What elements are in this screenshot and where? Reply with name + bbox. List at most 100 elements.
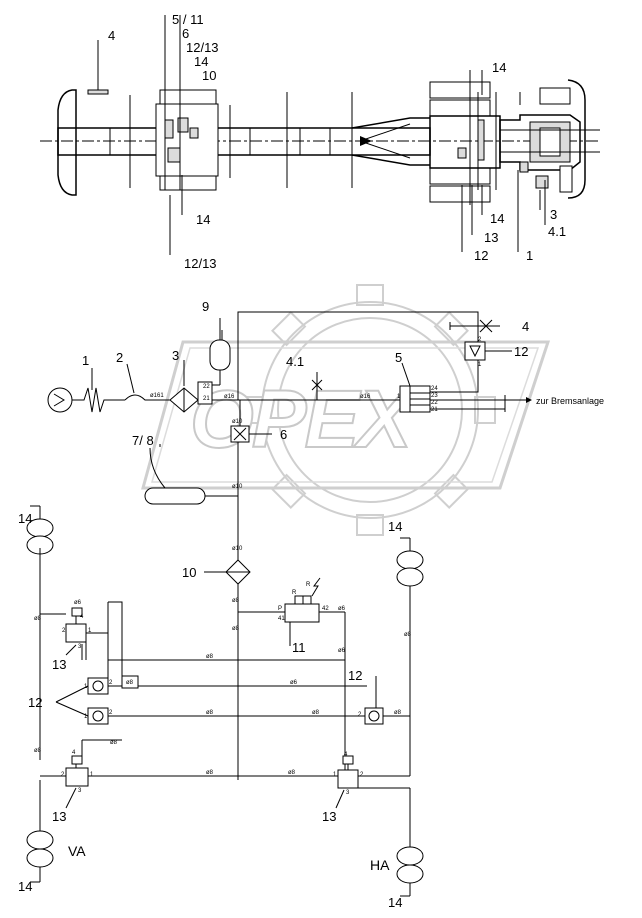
mark-P: P [278,606,282,612]
chassis-label-12: 12 [474,248,488,263]
label-5: 5 [395,350,402,365]
chassis-label-6: 6 [182,26,189,41]
mark-41: 41 [278,616,285,622]
mark-d161: ø161 [150,393,164,399]
mark-1-cv: 1 [478,362,482,368]
mark-R-a: R [292,590,297,596]
mark-4-13b: 4 [72,750,76,756]
mark-1-12b: 1 [84,714,88,720]
label-7-8: 7/ 8 [132,433,154,448]
chassis-label-14-rear-top: 14 [492,60,506,75]
opex-watermark: OPEX [141,284,551,536]
mark-2-12b: 2 [109,710,113,716]
mark-2-12c: 2 [358,712,362,718]
mark-3-13a: 3 [78,644,82,650]
mark-d8-e: ø8 [312,710,320,716]
air-tank-7-8 [144,487,206,505]
label-front-axle: VA [68,843,86,859]
mark-d8-l: ø8 [110,740,118,746]
mark-1-12a: 1 [84,684,88,690]
watermark-text: OPEX [190,374,416,465]
chassis-label-4: 4 [108,28,115,43]
label-1: 1 [82,353,89,368]
air-spring-rear-top [396,538,424,587]
chassis-label-14-bottom: 14 [196,212,210,227]
mark-d8-k: ø8 [34,748,42,754]
mark-1-13b: 1 [90,772,94,778]
mark-d8-b: ø8 [232,626,240,632]
mark-3-13c: 3 [346,790,350,796]
mark-d10-c: ø10 [232,546,243,552]
chassis-label-14-rear: 14 [490,211,504,226]
mark-d6-b: ø6 [338,606,346,612]
mark-21: 21 [203,396,210,402]
air-spring-front-left-bottom [26,830,54,882]
check-valve-12-right [364,707,384,725]
label-4: 4 [522,319,529,334]
mark-d8-c: ø8 [206,654,214,660]
chassis-label-13: 13 [484,230,498,245]
leveling-valve-13-lower [65,767,89,787]
mark-21-b: 21 [431,407,438,413]
air-spring-rear-bottom [396,846,424,896]
mark-2-13c: 2 [360,772,364,778]
label-10: 10 [182,565,196,580]
mark-22-b: 22 [431,400,438,406]
mark-4-13a: 4 [80,614,84,620]
mark-d10-a: ø10 [232,419,243,425]
chassis-label-3: 3 [550,207,557,222]
chassis-label-12-13-top: 12/13 [186,40,219,55]
label-14-top-left: 14 [18,511,32,526]
mark-2-cv: 2 [478,337,482,343]
leveling-valve-13-right [337,769,359,789]
mark-d8-j: ø8 [34,616,42,622]
mark-d16-a: ø16 [224,394,235,400]
label-13-right: 13 [322,809,336,824]
label-12-right: 12 [348,668,362,683]
label-11: 11 [292,640,306,655]
chassis-label-5-11: 5 / 11 [172,12,204,27]
mark-1-13c: 1 [333,772,337,778]
mark-2-12a: 2 [109,680,113,686]
check-valve-12-left-b [87,707,109,725]
check-valve-12-left-a [87,677,109,695]
mark-42: 42 [322,606,329,612]
mark-1-dist: 1 [397,394,401,400]
chassis-label-12-13-bottom: 12/13 [184,256,217,271]
chassis-label-4-1: 4.1 [548,224,566,239]
mark-d6-a: ø6 [290,680,298,686]
mark-22: 22 [203,384,210,390]
label-6: 6 [280,427,287,442]
chassis-top-view: 4 5 / 11 6 12/13 14 10 14 12/13 14 14 13… [40,12,600,271]
label-4-1: 4.1 [286,354,304,369]
mark-d8-g: ø8 [288,770,296,776]
mark-d8-i: ø8 [394,710,402,716]
mark-d8-m: ø8 [126,680,134,686]
mark-4-13c: 4 [344,752,348,758]
label-rear-axle: HA [370,857,390,873]
brake-system-note: zur Bremsanlage [536,396,604,406]
chassis-label-14-top: 14 [194,54,208,69]
mark-d6-d: ø6 [74,600,82,606]
level-valve-11 [284,603,320,623]
mark-d8-a: ø8 [232,598,240,604]
mark-1-13a: 1 [88,628,92,634]
pneumatic-schematic: zur Bremsanlage [18,299,604,910]
mark-R-b: R [306,582,311,588]
chassis-label-10: 10 [202,68,216,83]
mark-d16-b: ø16 [360,394,371,400]
label-3: 3 [172,348,179,363]
mark-d8-f: ø8 [206,770,214,776]
mark-d8-d: ø8 [206,710,214,716]
check-valve-12-top [464,341,486,361]
compressor-symbol [47,387,73,413]
mark-2-13b: 2 [61,772,65,778]
label-12-left: 12 [28,695,42,710]
mark-d6-c: ø6 [338,648,346,654]
label-14-top-right: 14 [388,519,402,534]
mark-d8-h: ø8 [404,632,412,638]
leveling-valve-13-upper [65,623,87,643]
mark-23: 23 [431,393,438,399]
mark-24: 24 [431,386,438,392]
label-13-upper: 13 [52,657,66,672]
